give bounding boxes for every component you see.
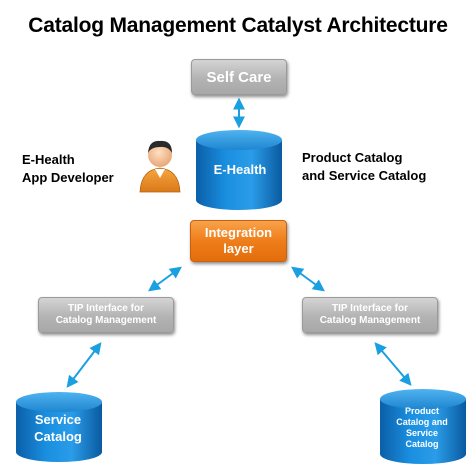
tip-right-line2: Catalog Management (319, 315, 421, 326)
person-avatar-icon (139, 140, 181, 193)
tip-left-line1: TIP Interface for (68, 303, 144, 314)
diagram-title: Catalog Management Catalyst Architecture (28, 14, 448, 37)
arrow-tip-right-product-catalog (374, 342, 412, 386)
self-care-label: Self Care (206, 68, 272, 86)
integration-line2: layer (223, 241, 254, 256)
service-catalog-label: Service Catalog (18, 410, 98, 446)
integration-line1: Integration (204, 225, 273, 240)
app-developer-line2: App Developer (22, 170, 114, 185)
ehealth-database-icon (196, 130, 282, 210)
app-developer-line1: E-Health (22, 152, 75, 167)
product-catalog-db-line3: Service (405, 428, 438, 438)
product-catalog-line1: Product Catalog (302, 150, 403, 165)
product-catalog-db-line2: Catalog and (396, 417, 448, 427)
tip-right-line1: TIP Interface for (332, 303, 408, 314)
product-catalog-label: Product Catalog and Service Catalog (302, 149, 426, 185)
arrow-integration-tip-right (291, 266, 325, 292)
product-catalog-db-line1: Product (404, 406, 439, 416)
service-catalog-line2: Catalog (34, 429, 82, 444)
arrow-integration-tip-left (148, 266, 182, 292)
service-catalog-database-icon (16, 392, 102, 462)
service-catalog-line1: Service (34, 412, 82, 427)
tip-left-line2: Catalog Management (55, 315, 157, 326)
product-catalog-db-line4: Catalog (405, 439, 439, 449)
product-catalog-db-label: Product Catalog and Service Catalog (381, 404, 463, 452)
ehealth-label: E-Health (213, 161, 267, 177)
app-developer-label: E-Health App Developer (22, 151, 114, 187)
self-care-box: Self Care (191, 59, 287, 95)
product-catalog-line2: and Service Catalog (302, 168, 427, 183)
tip-interface-right-box: TIP Interface for Catalog Management (302, 297, 438, 333)
tip-interface-left-box: TIP Interface for Catalog Management (38, 297, 174, 333)
integration-layer-box: Integration layer (190, 220, 287, 262)
product-catalog-database-icon (380, 389, 466, 464)
arrow-tip-left-service-catalog (66, 342, 102, 388)
